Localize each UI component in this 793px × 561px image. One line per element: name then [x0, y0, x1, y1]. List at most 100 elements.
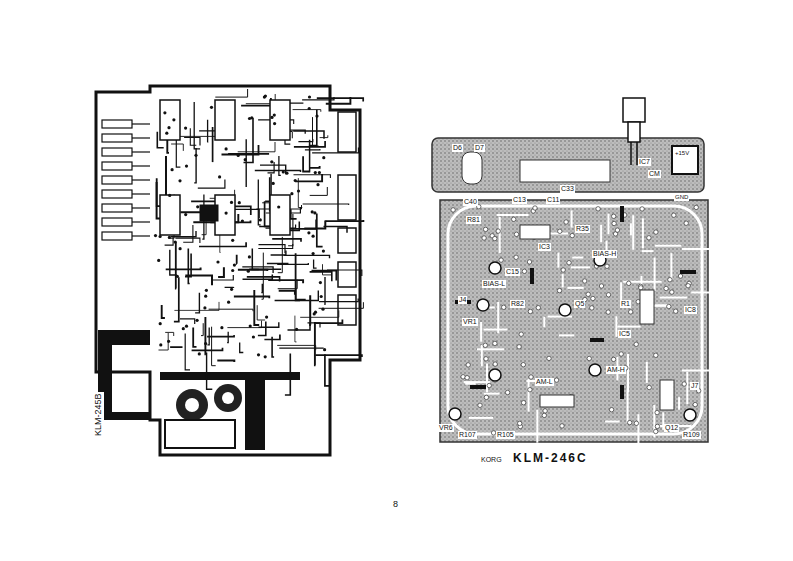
solder-pad — [654, 230, 658, 234]
component-label: Q5 — [574, 300, 585, 308]
copper-trace — [255, 171, 301, 172]
copper-trace — [222, 145, 259, 155]
solder-pad — [322, 156, 325, 159]
resistor-symbol — [102, 232, 132, 240]
component-label: VR6 — [438, 424, 454, 432]
solder-pad — [273, 122, 276, 125]
copper-trace — [300, 310, 339, 317]
copper-trace — [605, 421, 620, 423]
component-label: J7 — [690, 382, 699, 390]
resistor-symbol — [470, 385, 486, 389]
copper-trace — [166, 268, 201, 270]
solder-pad — [528, 388, 532, 392]
solder-pad — [165, 132, 168, 135]
component-label: KLM-245B — [94, 392, 104, 437]
solder-pad — [484, 357, 488, 361]
solder-pad — [558, 229, 562, 233]
solder-pad — [247, 270, 250, 273]
copper-trace — [261, 284, 262, 293]
solder-pad — [612, 221, 616, 225]
component-label: IC5 — [618, 330, 631, 338]
solder-pad — [536, 306, 540, 310]
copper-trace — [310, 166, 320, 168]
copper-trace — [484, 393, 500, 395]
copper-trace — [174, 277, 179, 321]
copper-trace — [132, 179, 150, 180]
solder-pad — [203, 306, 206, 309]
copper-trace — [310, 272, 332, 281]
solder-pad — [167, 126, 170, 129]
solder-pad — [163, 111, 166, 114]
copper-trace — [258, 322, 266, 336]
solder-pad — [483, 227, 487, 231]
solder-pad — [667, 304, 671, 308]
solder-pad — [587, 356, 591, 360]
solder-pad — [270, 116, 273, 119]
solder-pad — [210, 106, 213, 109]
copper-trace — [256, 205, 301, 209]
copper-trace — [600, 225, 602, 243]
copper-trace — [207, 120, 208, 142]
solder-pad — [244, 158, 247, 161]
solder-pad — [241, 219, 244, 222]
solder-pad — [167, 340, 170, 343]
solder-pad — [178, 179, 181, 182]
copper-trace — [304, 221, 325, 229]
solder-pad — [297, 189, 300, 192]
solder-pad — [628, 420, 632, 424]
ic-outline — [640, 290, 654, 324]
solder-pad — [184, 127, 187, 130]
solder-pad — [615, 228, 619, 232]
copper-trace — [170, 345, 182, 348]
solder-pad — [196, 319, 199, 322]
copper-trace — [630, 223, 632, 235]
copper-trace — [198, 179, 225, 188]
solder-pad — [517, 345, 521, 349]
copper-trace — [217, 361, 234, 363]
copper-trace — [309, 295, 312, 325]
component-label: R107 — [458, 431, 477, 439]
copper-trace — [315, 320, 343, 324]
solder-pad — [282, 170, 285, 173]
copper-trace — [655, 245, 682, 247]
copper-trace — [199, 242, 246, 246]
copper-trace — [325, 354, 330, 386]
copper-trace — [310, 187, 328, 195]
copper-trace — [298, 178, 302, 207]
copper-trace — [323, 264, 332, 275]
solder-pad — [519, 332, 523, 336]
copper-trace — [303, 204, 349, 205]
copper-trace — [562, 274, 564, 287]
trimmer-outline — [449, 408, 461, 420]
solder-pad — [670, 290, 674, 294]
copper-trace — [499, 217, 501, 253]
component-label: R35 — [575, 225, 590, 233]
component-label: Q12 — [664, 424, 679, 432]
copper-trace — [171, 144, 183, 151]
copper-trace — [305, 148, 320, 150]
copper-trace — [296, 253, 300, 300]
copper-trace — [268, 280, 303, 283]
solder-pad — [567, 261, 571, 265]
solder-pad — [314, 171, 317, 174]
solder-pad — [528, 309, 532, 313]
copper-trace — [202, 221, 207, 234]
solder-pad — [205, 289, 208, 292]
solder-pad — [493, 341, 497, 345]
resistor-symbol — [590, 338, 604, 342]
copper-trace — [238, 142, 275, 152]
resistor-symbol — [102, 162, 132, 170]
copper-trace — [215, 89, 247, 97]
solder-pad — [182, 327, 185, 330]
copper-trace — [543, 317, 545, 328]
solder-pad — [654, 429, 658, 433]
ic-outline — [160, 100, 180, 140]
solder-pad — [684, 221, 688, 225]
solder-pad — [294, 179, 297, 182]
solder-pad — [257, 353, 260, 356]
copper-trace — [324, 277, 326, 304]
solder-pad — [634, 421, 638, 425]
copper-trace — [132, 123, 150, 124]
copper-trace — [293, 131, 324, 139]
